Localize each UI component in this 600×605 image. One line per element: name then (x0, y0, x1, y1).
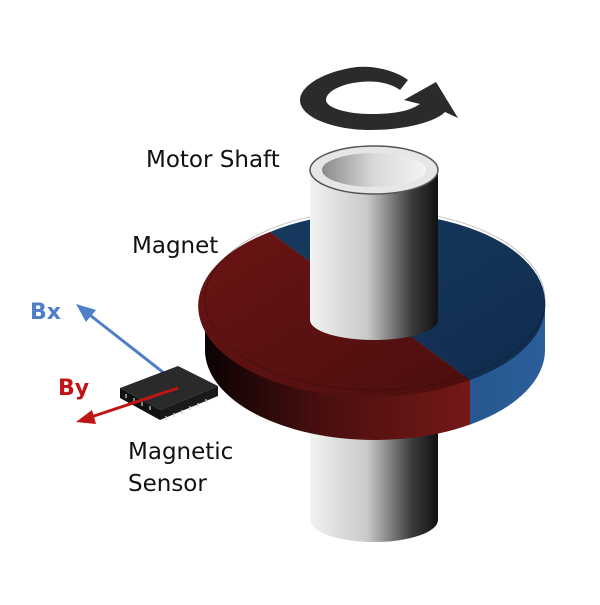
sensor-label-line1: Magnetic (128, 439, 234, 465)
motor-shaft-label: Motor Shaft (146, 147, 280, 173)
motor-shaft-upper (309, 145, 439, 340)
magnet-label: Magnet (132, 233, 219, 259)
bx-label: Bx (30, 300, 61, 325)
magnet-side (205, 300, 545, 440)
by-label: By (58, 376, 90, 401)
sensor-label-line2: Sensor (128, 471, 207, 497)
by-axis-arrow (76, 386, 179, 424)
magnetic-sensor-chip (120, 366, 218, 420)
rotation-arrow-icon (300, 66, 458, 130)
